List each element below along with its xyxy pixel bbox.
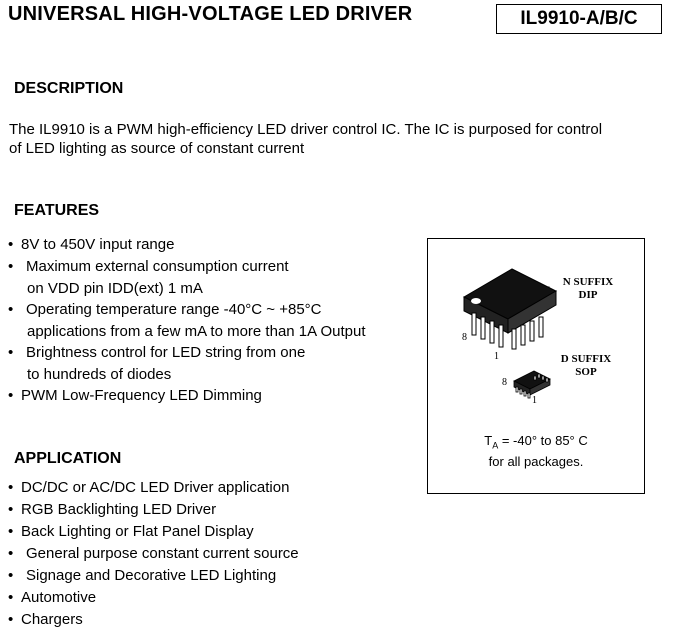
application-item: Chargers [8, 609, 299, 631]
application-item: Back Lighting or Flat Panel Display [8, 521, 299, 543]
sop-pin8-label: 8 [502, 377, 507, 388]
feature-text: Brightness control for LED string from o… [26, 344, 306, 361]
feature-text: PWM Low-Frequency LED Dimming [21, 387, 262, 404]
application-list: DC/DC or AC/DC LED Driver application RG… [8, 477, 299, 631]
feature-text: 8V to 450V input range [21, 236, 175, 253]
description-line-1: The IL9910 is a PWM high-efficiency LED … [9, 121, 603, 138]
n-suffix-type: DIP [578, 289, 598, 301]
document-title: UNIVERSAL HIGH-VOLTAGE LED DRIVER [8, 3, 413, 25]
description-text: The IL9910 is a PWM high-efficiency LED … [9, 120, 679, 158]
package-drawing [462, 268, 558, 399]
feature-text: Maximum external consumption current [26, 258, 289, 275]
dip-pin8-label: 8 [462, 332, 467, 343]
feature-continuation: applications from a few mA to more than … [27, 323, 366, 340]
application-item: RGB Backlighting LED Driver [8, 499, 299, 521]
temperature-note: TA = -40° to 85° C for all packages. [428, 433, 644, 470]
temp-note-text: for all packages. [488, 453, 584, 469]
description-heading: DESCRIPTION [14, 80, 124, 97]
application-item: General purpose constant current source [8, 543, 299, 565]
feature-continuation: to hundreds of diodes [27, 366, 172, 383]
application-item: Automotive [8, 587, 299, 609]
package-figure: N SUFFIX DIP D SUFFIX SOP 8 1 8 1 TA = -… [427, 238, 645, 494]
n-suffix-label: N SUFFIX DIP [548, 276, 628, 302]
d-suffix-text: D SUFFIX [560, 353, 612, 365]
application-heading: APPLICATION [14, 450, 122, 467]
temp-subscript: A [492, 440, 499, 451]
feature-item: PWM Low-Frequency LED Dimming [8, 385, 366, 407]
dip-package-image [462, 268, 558, 350]
temp-symbol: T [484, 433, 493, 448]
application-item: DC/DC or AC/DC LED Driver application [8, 477, 299, 499]
feature-item: Brightness control for LED string from o… [8, 342, 366, 385]
feature-item: Maximum external consumption current on … [8, 256, 366, 299]
part-number-box: IL9910-A/B/C [496, 4, 662, 34]
d-suffix-label: D SUFFIX SOP [546, 353, 626, 379]
n-suffix-text: N SUFFIX [562, 276, 614, 288]
features-list: 8V to 450V input range Maximum external … [8, 234, 366, 407]
sop-package-image [513, 370, 551, 399]
feature-item: Operating temperature range -40°C ~ +85°… [8, 299, 366, 342]
feature-text: Operating temperature range -40°C ~ +85°… [26, 301, 322, 318]
application-item: Signage and Decorative LED Lighting [8, 565, 299, 587]
sop-pin1-label: 1 [532, 395, 537, 406]
dip-pin1-label: 1 [494, 351, 499, 362]
features-heading: FEATURES [14, 202, 100, 219]
feature-continuation: on VDD pin IDD(ext) 1 mA [27, 280, 203, 297]
description-line-2: of LED lighting as source of constant cu… [9, 140, 305, 157]
d-suffix-type: SOP [575, 366, 597, 378]
feature-item: 8V to 450V input range [8, 234, 366, 256]
temp-range: = -40° to 85° C [498, 433, 588, 448]
